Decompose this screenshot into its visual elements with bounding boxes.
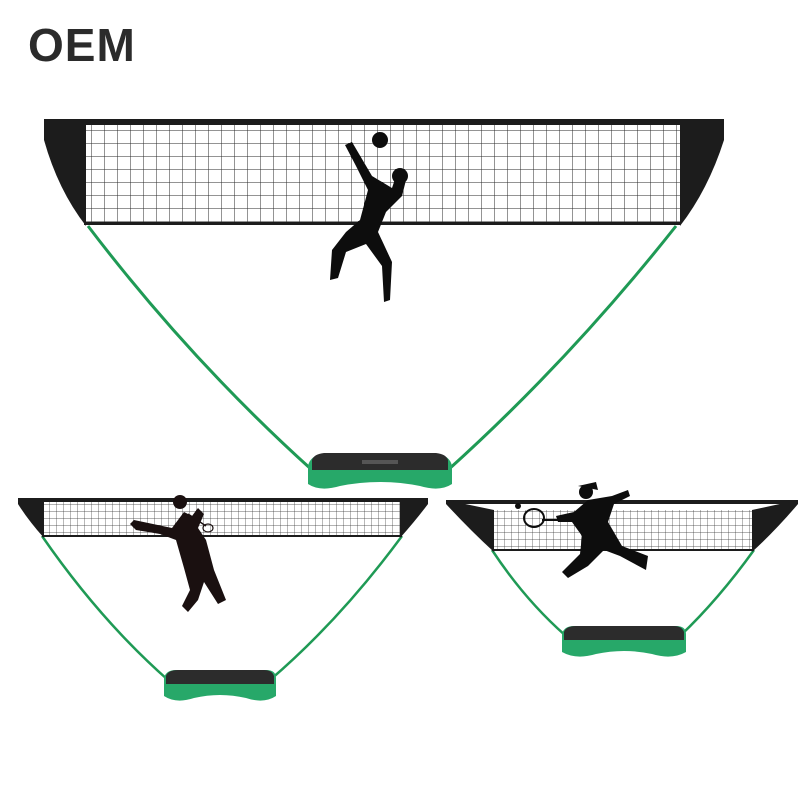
brand-label: OEM xyxy=(28,19,136,71)
tennis-net-set xyxy=(446,482,798,657)
volleyball-player-silhouette xyxy=(330,132,408,302)
volleyball-base xyxy=(308,453,452,489)
volleyball-net-set xyxy=(44,119,724,489)
volleyball-left-pole xyxy=(86,225,314,472)
tennis-base xyxy=(562,626,686,657)
badminton-left-pole xyxy=(40,535,169,681)
tennis-mesh xyxy=(492,510,754,550)
badminton-bottom-cord xyxy=(42,535,402,537)
tennis-left-pole xyxy=(490,549,567,637)
tennis-left-panel xyxy=(446,500,494,552)
badminton-right-pole xyxy=(269,535,404,681)
badminton-net-set xyxy=(18,495,428,701)
volleyball-top-band xyxy=(44,119,724,125)
badminton-mesh xyxy=(42,500,402,536)
tennis-right-pole xyxy=(679,549,756,637)
badminton-left-panel xyxy=(18,498,44,538)
volleyball-bottom-cord xyxy=(84,222,680,225)
badminton-player-silhouette xyxy=(130,495,226,612)
volleyball-right-pole xyxy=(446,225,678,472)
badminton-base xyxy=(164,670,276,701)
tennis-right-panel xyxy=(752,500,798,552)
volleyball-left-panel xyxy=(44,120,86,226)
badminton-top-band xyxy=(18,498,428,502)
tennis-player-silhouette xyxy=(515,482,648,578)
volleyball-right-panel xyxy=(680,120,724,226)
tennis-top-band xyxy=(446,500,798,504)
badminton-right-panel xyxy=(400,498,428,538)
